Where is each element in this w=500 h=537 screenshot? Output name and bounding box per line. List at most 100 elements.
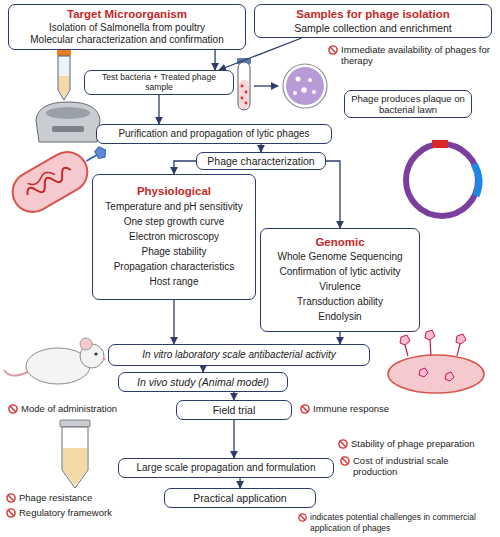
plaque [308,78,312,82]
icon-ring [299,514,306,521]
challenge-icon [8,404,18,414]
challenge-note: Mode of administration [8,403,168,414]
chromosome [25,166,73,200]
phage-attack-illustration [388,330,484,393]
host-bacterium [388,355,484,393]
phage-head [425,330,435,340]
challenge-note: Stability of phage preparation [338,438,498,449]
flow-arrow [174,161,196,174]
icon-ring [301,405,309,413]
icon-slash [300,515,305,520]
challenge-icon [300,404,310,414]
icon-slash [340,441,346,447]
challenge-icon [6,493,16,503]
note-text: Stability of phage preparation [351,438,475,449]
callout-box: Phage produces plaque on bacterial lawn [344,90,472,118]
box-text: Isolation of Salmonella from poultry [49,22,205,34]
box-text: Endolysin [318,309,361,324]
bacterium-dot [241,85,244,88]
box-text: Whole Genome Sequencing [277,249,402,264]
challenge-note: Cost of industrial scale production [340,455,490,478]
flow-arrow [233,420,234,458]
formulation-tube-illustration [60,420,90,488]
gene-segment [474,164,479,196]
note-text: Immune response [313,403,389,414]
box-text: Confirmation of lytic activity [279,264,400,279]
legend-entry: indicates potential challenges in commer… [298,512,496,533]
conical-tube [62,427,88,488]
plaque [293,91,297,95]
bacterium-dot [245,102,248,105]
category-box: GenomicWhole Genome SequencingConfirmati… [260,228,420,332]
note-text: Immediate availability of phages for the… [341,44,496,67]
box-text: Host range [150,274,199,289]
mouse-tail [4,370,28,376]
tube-liquid [63,448,87,486]
box-text: Test bacteria + Treated phage sample [89,72,229,93]
icon-slash [8,510,14,516]
mouse-ear [80,338,92,350]
phage-tail [457,344,460,356]
phage-tail [86,155,96,161]
category-box: Target MicroorganismIsolation of Salmone… [8,4,246,50]
box-text: Phage characterization [207,155,314,168]
plaque [312,90,316,94]
process-box: Purification and propagation of lytic ph… [96,124,332,144]
icon-ring [341,457,349,465]
mouse-eye [94,352,97,355]
petri-dish-illustration [283,64,327,108]
tube-cap [60,420,90,427]
icon-slash [302,406,308,412]
test-tube [238,62,250,110]
box-heading: Physiological [137,185,211,199]
mouse-nose [102,357,105,360]
note-text: Regulatory framework [19,507,112,518]
box-text: Field trial [213,404,256,417]
icon-slash [330,47,336,53]
challenge-icon [298,513,307,522]
phage-tail [405,345,408,356]
challenge-note: Immune response [300,403,420,414]
challenge-note: Regulatory framework [6,507,146,518]
phage-tail [430,340,431,355]
mouse-illustration [4,338,106,384]
process-box: Phage characterization [196,152,326,170]
category-box: Samples for phage isolationSample collec… [254,4,492,38]
category-box: PhysiologicalTemperature and pH sensitiv… [92,174,256,300]
challenge-icon [328,45,338,55]
icon-slash [8,495,14,501]
process-box: Practical application [164,488,316,508]
challenge-icon [338,439,348,449]
icon-slash [342,458,348,464]
plaque [301,87,307,93]
box-text: Sample collection and enrichment [294,22,452,35]
box-heading: Samples for phage isolation [296,8,449,22]
icon-ring [9,405,17,413]
dish-rim [283,64,327,108]
flow-arrow [214,50,215,70]
phage-head [400,335,410,345]
process-box: In vitro laboratory scale antibacterial … [108,344,370,366]
bacterium-dot [245,91,248,94]
box-text: Transduction ability [297,294,383,309]
gene-marker [432,140,448,148]
process-box: Field trial [176,400,292,420]
box-text: In vitro laboratory scale antibacterial … [142,349,335,361]
challenge-icon [340,456,350,466]
plasmid-ring [406,144,478,216]
flow-arrow [173,300,174,344]
box-text: Phage stability [141,244,206,259]
box-text: Virulence [319,279,361,294]
flow-arrow [326,161,340,228]
phage-head [419,368,428,377]
box-text: In vivo study (Animal model) [137,376,269,389]
phage-head [456,334,466,344]
icon-ring [7,509,15,517]
flow-arrow [233,392,234,400]
box-text: Phage produces plaque on bacterial lawn [349,93,467,116]
box-text: Propagation characteristics [114,259,235,274]
legend-text: indicates potential challenges in commer… [310,512,496,533]
icon-slash [10,406,16,412]
tube-liquid [59,76,69,98]
chromosome [28,169,55,188]
